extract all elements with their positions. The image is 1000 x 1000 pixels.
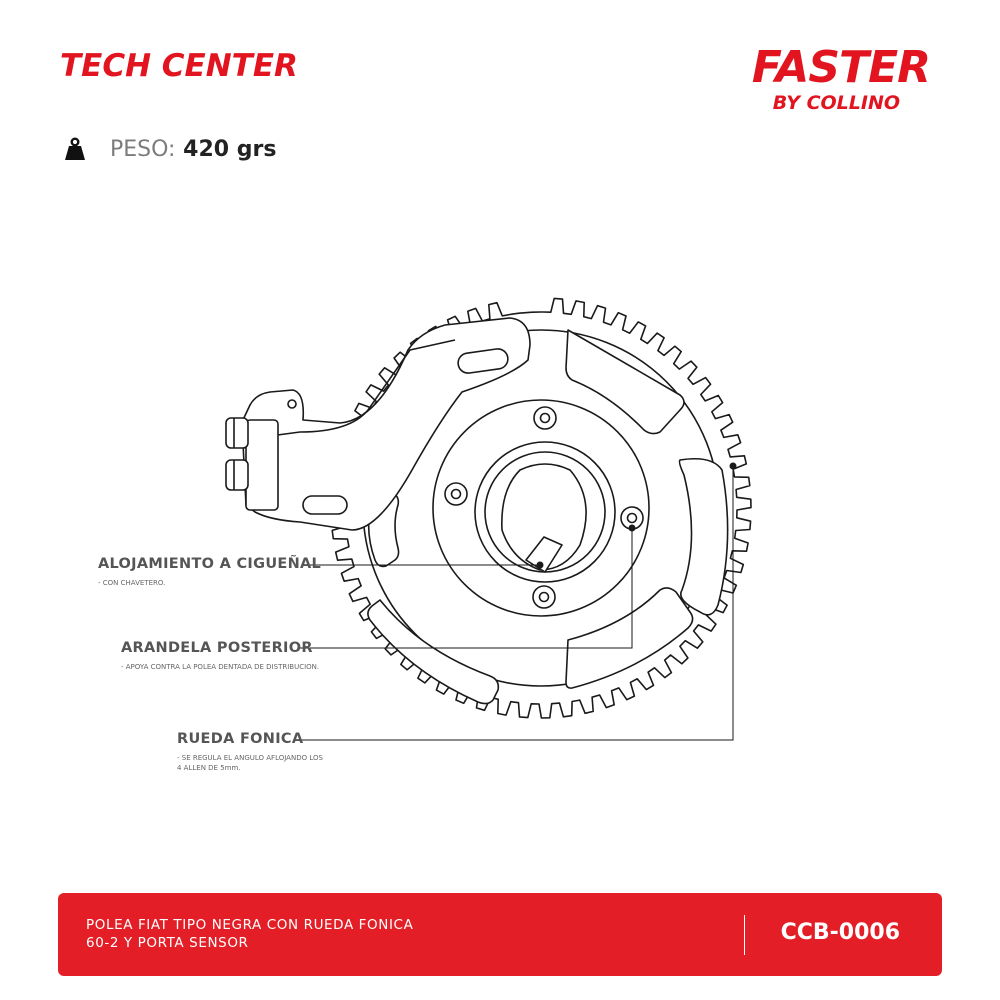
product-description: POLEA FIAT TIPO NEGRA CON RUEDA FONICA 6… (86, 917, 414, 952)
callout-alojamiento: ALOJAMIENTO A CIGUEÑAL - CON CHAVETERO. (98, 556, 321, 588)
weight-label: PESO: (110, 136, 176, 162)
bracket-slot-top (457, 348, 509, 374)
bolt-bottom (532, 585, 556, 609)
header-title: TECH CENTER (60, 48, 298, 84)
callout-note: - SE REGULA EL ANGULO AFLOJANDO LOS 4 AL… (177, 754, 323, 773)
wheel-window-right (678, 457, 729, 616)
brand-tagline: BY COLLINO (772, 92, 900, 114)
sensor-connector-top (225, 417, 249, 449)
footer-divider (744, 915, 745, 955)
callout-rueda: RUEDA FONICA - SE REGULA EL ANGULO AFLOJ… (177, 731, 323, 773)
sensor-bracket (241, 317, 531, 531)
wheel-window-bottom-left (367, 599, 500, 705)
bolt-right (620, 506, 644, 530)
wheel-window-top (565, 329, 685, 435)
callout-arandela: ARANDELA POSTERIOR - APOYA CONTRA LA POL… (121, 640, 319, 672)
wheel-window-bottom (565, 587, 694, 689)
leader-dot-alojamiento (536, 561, 544, 569)
weight-icon (65, 137, 85, 160)
bore-inner (501, 463, 587, 571)
sensor-body (245, 419, 279, 511)
product-code: CCB-0006 (780, 920, 900, 945)
leader-dot-rueda (729, 462, 737, 470)
bolt-top (533, 406, 557, 430)
leader-dot-arandela (628, 524, 636, 532)
leader-rueda (300, 467, 734, 741)
bracket-slot-bottom (302, 495, 348, 515)
weight-spec: PESO: 420 grs (64, 134, 276, 164)
sensor-connector-bottom (225, 459, 249, 491)
callout-title: RUEDA FONICA (177, 731, 304, 747)
weight-value: 420 grs (183, 136, 277, 162)
callout-title: ALOJAMIENTO A CIGUEÑAL (98, 556, 322, 572)
mount-hole (287, 399, 297, 409)
callout-title: ARANDELA POSTERIOR (121, 640, 313, 656)
product-footer: POLEA FIAT TIPO NEGRA CON RUEDA FONICA 6… (58, 893, 942, 976)
brand-logo: FASTER BY COLLINO (751, 42, 931, 114)
bolt-left (444, 482, 468, 506)
callout-note: - CON CHAVETERO. (98, 579, 166, 587)
callout-note: - APOYA CONTRA LA POLEA DENTADA DE DISTR… (121, 663, 320, 671)
leader-arandela (300, 530, 633, 649)
bracket-inner-edge (254, 339, 456, 439)
brand-name: FASTER (751, 42, 931, 93)
